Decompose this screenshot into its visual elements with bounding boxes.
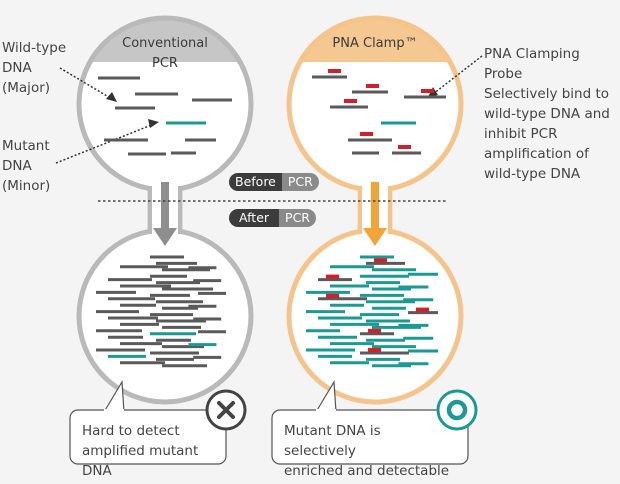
conventional-pcr-tube: [76, 15, 254, 405]
after-word: After: [229, 209, 280, 227]
before-word: Before: [229, 173, 282, 191]
left-result-text: Hard to detect amplified mutant DNA: [82, 423, 199, 479]
pna-probe: [328, 69, 341, 73]
conventional-pcr-title: Conventional PCR: [122, 36, 208, 71]
wildtype-dna-label: Wild-type DNA (Major): [2, 40, 67, 96]
pna-clamp-title: PNA Clamp™: [332, 36, 418, 51]
after-pcr-tag: PCR: [279, 209, 316, 227]
pna-probe: [366, 84, 379, 88]
right-down-arrow: [363, 182, 387, 246]
right-result-text: Mutant DNA is selectively enriched and d…: [284, 423, 450, 479]
left-down-arrow: [153, 182, 177, 246]
x-mark-icon: [205, 389, 247, 431]
mutant-dna-label: Mutant DNA (Minor): [2, 138, 51, 194]
before-pcr-tag: PCR: [281, 173, 319, 191]
mutant-leader: [55, 123, 155, 164]
pna-probe: [344, 99, 357, 103]
after-pcr-pill: After PCR: [229, 209, 316, 227]
pna-probe: [368, 328, 381, 333]
pna-probe: [326, 293, 339, 298]
dna-strands: [96, 69, 446, 368]
pna-probe: [360, 132, 373, 136]
circle-o-icon: [436, 389, 478, 431]
pna-probe: [421, 89, 434, 93]
left-result-box: [69, 409, 227, 465]
pna-probe: [374, 258, 387, 263]
pna-probe: [326, 274, 339, 279]
pna-probe: [416, 307, 429, 312]
pna-probe: [398, 145, 411, 149]
pna-probe-description: PNA Clamping Probe Selectively bind to w…: [484, 46, 610, 182]
right-result-box: [271, 409, 469, 465]
before-pcr-pill: Before PCR: [229, 173, 319, 191]
pna-probe: [368, 348, 381, 352]
